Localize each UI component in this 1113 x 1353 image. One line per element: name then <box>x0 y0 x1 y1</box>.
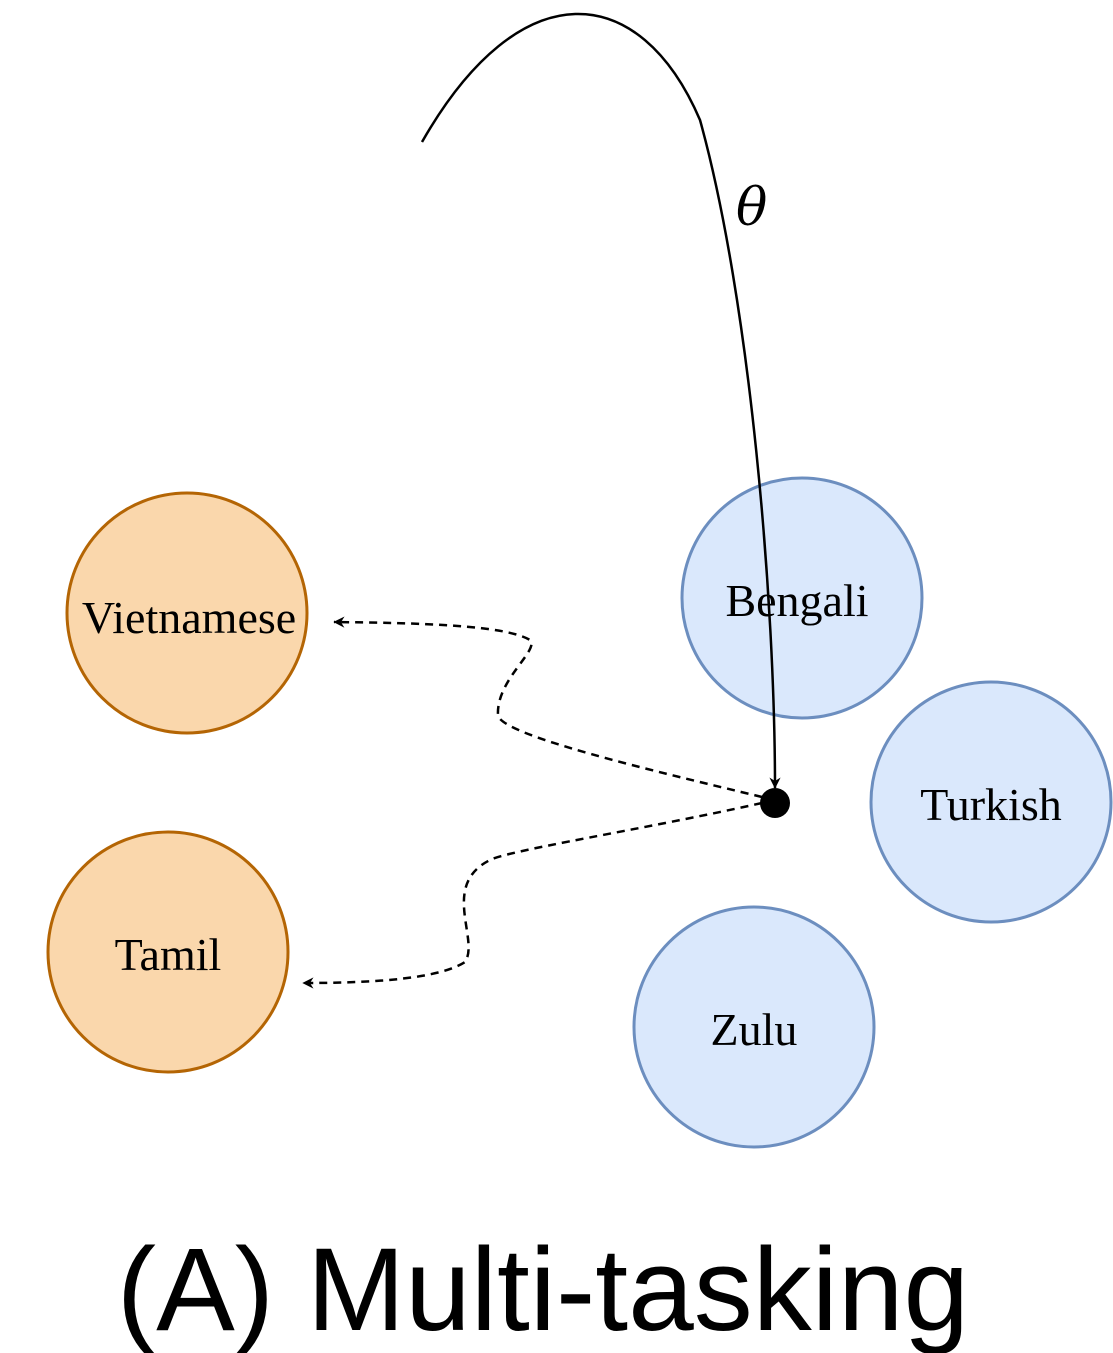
figure-caption: (A) Multi-tasking <box>117 1224 969 1353</box>
node-tamil: Tamil <box>46 830 290 1074</box>
node-zulu-label: Zulu <box>711 1004 798 1055</box>
node-bengali-circle <box>680 476 924 720</box>
node-turkish: Turkish <box>869 680 1113 924</box>
node-turkish-circle <box>869 680 1113 924</box>
theta-label: θ <box>736 178 767 238</box>
adapt-to-vietnamese-arrow <box>333 616 763 799</box>
node-zulu: Zulu <box>632 905 876 1149</box>
shared-parameters-point <box>760 788 790 818</box>
adapt-to-tamil-arrow <box>302 801 763 989</box>
node-vietnamese-label: Vietnamese <box>82 592 296 643</box>
node-tamil-label: Tamil <box>115 929 222 980</box>
node-vietnamese: Vietnamese <box>65 491 309 735</box>
node-tamil-circle <box>46 830 290 1074</box>
node-bengali-label: Bengali <box>725 575 868 626</box>
node-turkish-label: Turkish <box>920 779 1061 830</box>
node-zulu-circle <box>632 905 876 1149</box>
node-bengali: Bengali <box>680 476 924 720</box>
node-vietnamese-circle <box>65 491 309 735</box>
theta-trajectory-arrow <box>420 12 781 789</box>
